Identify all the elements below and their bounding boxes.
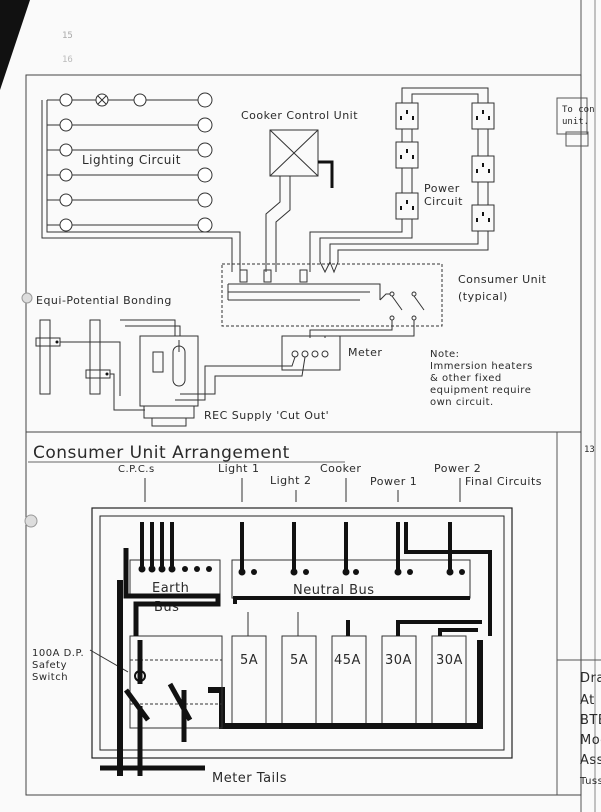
lighting-circuit-label: Lighting Circuit bbox=[82, 153, 181, 167]
label-light-1: Light 1 bbox=[218, 462, 259, 475]
drawing-frame bbox=[25, 74, 582, 796]
equi-potential-bonding bbox=[35, 319, 181, 411]
meter-tails bbox=[100, 580, 205, 776]
title-block-6: Tuss bbox=[579, 776, 601, 787]
rec-supply-label: REC Supply 'Cut Out' bbox=[204, 409, 329, 422]
power-circuit-label-2: Circuit bbox=[424, 195, 463, 208]
power-circuit-label-1: Power bbox=[424, 182, 460, 195]
earth-bus-label-1: Earth bbox=[152, 581, 189, 596]
punch-hole bbox=[24, 514, 38, 528]
neutral-bus-label: Neutral Bus bbox=[293, 583, 375, 598]
phase-feeds bbox=[247, 522, 492, 636]
label-cooker: Cooker bbox=[320, 462, 361, 475]
fuse-rating: 30A bbox=[385, 653, 412, 668]
fuse-rating: 45A bbox=[334, 653, 361, 668]
punch-hole bbox=[21, 292, 33, 304]
title-block-5: Ass bbox=[580, 753, 601, 768]
label-final-circuits: Final Circuits bbox=[465, 475, 542, 488]
margin-mark: 13 bbox=[584, 445, 595, 455]
title-block-4: Mod bbox=[580, 733, 601, 748]
fuse-rating: 5A bbox=[240, 653, 258, 668]
label-light-2: Light 2 bbox=[270, 474, 311, 487]
rec-supply-cut-out bbox=[139, 335, 199, 427]
meter-label: Meter bbox=[348, 346, 382, 359]
consumer-unit-label-2: (typical) bbox=[458, 290, 508, 303]
note-line: Immersion heaters bbox=[430, 361, 533, 372]
cooker-control-unit bbox=[265, 129, 334, 272]
consumer-unit-label-1: Consumer Unit bbox=[458, 273, 547, 286]
safety-switch-label-2: Safety bbox=[32, 660, 67, 671]
fuse-carriers bbox=[231, 635, 467, 729]
consumer-unit-typical bbox=[221, 263, 443, 338]
meter-tails-label: Meter Tails bbox=[212, 771, 287, 786]
margin-note-top: To con bbox=[562, 105, 595, 115]
meter bbox=[175, 335, 341, 401]
enclosure-outer bbox=[91, 507, 513, 759]
safety-switch-label-1: 100A D.P. bbox=[32, 648, 84, 659]
label-power-1: Power 1 bbox=[370, 475, 417, 488]
page-mark-2: 16 bbox=[62, 55, 73, 65]
fuse-rating: 5A bbox=[290, 653, 308, 668]
fuse-rating: 30A bbox=[436, 653, 463, 668]
cpc-wires bbox=[138, 522, 212, 573]
safety-switch-label-3: Switch bbox=[32, 672, 68, 683]
margin-note-top-2: unit. bbox=[562, 117, 589, 127]
enclosure-inner bbox=[99, 515, 505, 751]
note-line: equipment require bbox=[430, 385, 531, 396]
cooker-control-unit-label: Cooker Control Unit bbox=[241, 109, 358, 122]
power-circuit bbox=[309, 87, 495, 274]
label-cpcs: C.P.C.s bbox=[118, 464, 155, 475]
lighting-circuit bbox=[41, 92, 241, 272]
note: Note: Immersion heaters & other fixed eq… bbox=[430, 349, 533, 408]
neutral-wires bbox=[238, 522, 465, 576]
equi-potential-bonding-label: Equi-Potential Bonding bbox=[36, 294, 172, 307]
note-line: own circuit. bbox=[430, 397, 494, 408]
arrangement-title: Consumer Unit Arrangement bbox=[33, 443, 290, 463]
title-block-3: BTE bbox=[580, 713, 601, 728]
label-power-2: Power 2 bbox=[434, 462, 481, 475]
scan-shadow bbox=[0, 0, 30, 90]
page-mark: 15 bbox=[62, 31, 73, 41]
title-block-2: At bbox=[580, 693, 595, 708]
note-line: Note: bbox=[430, 349, 460, 360]
note-line: & other fixed bbox=[430, 373, 502, 384]
title-block-1: Dra bbox=[580, 671, 601, 686]
safety-switch bbox=[123, 548, 470, 776]
